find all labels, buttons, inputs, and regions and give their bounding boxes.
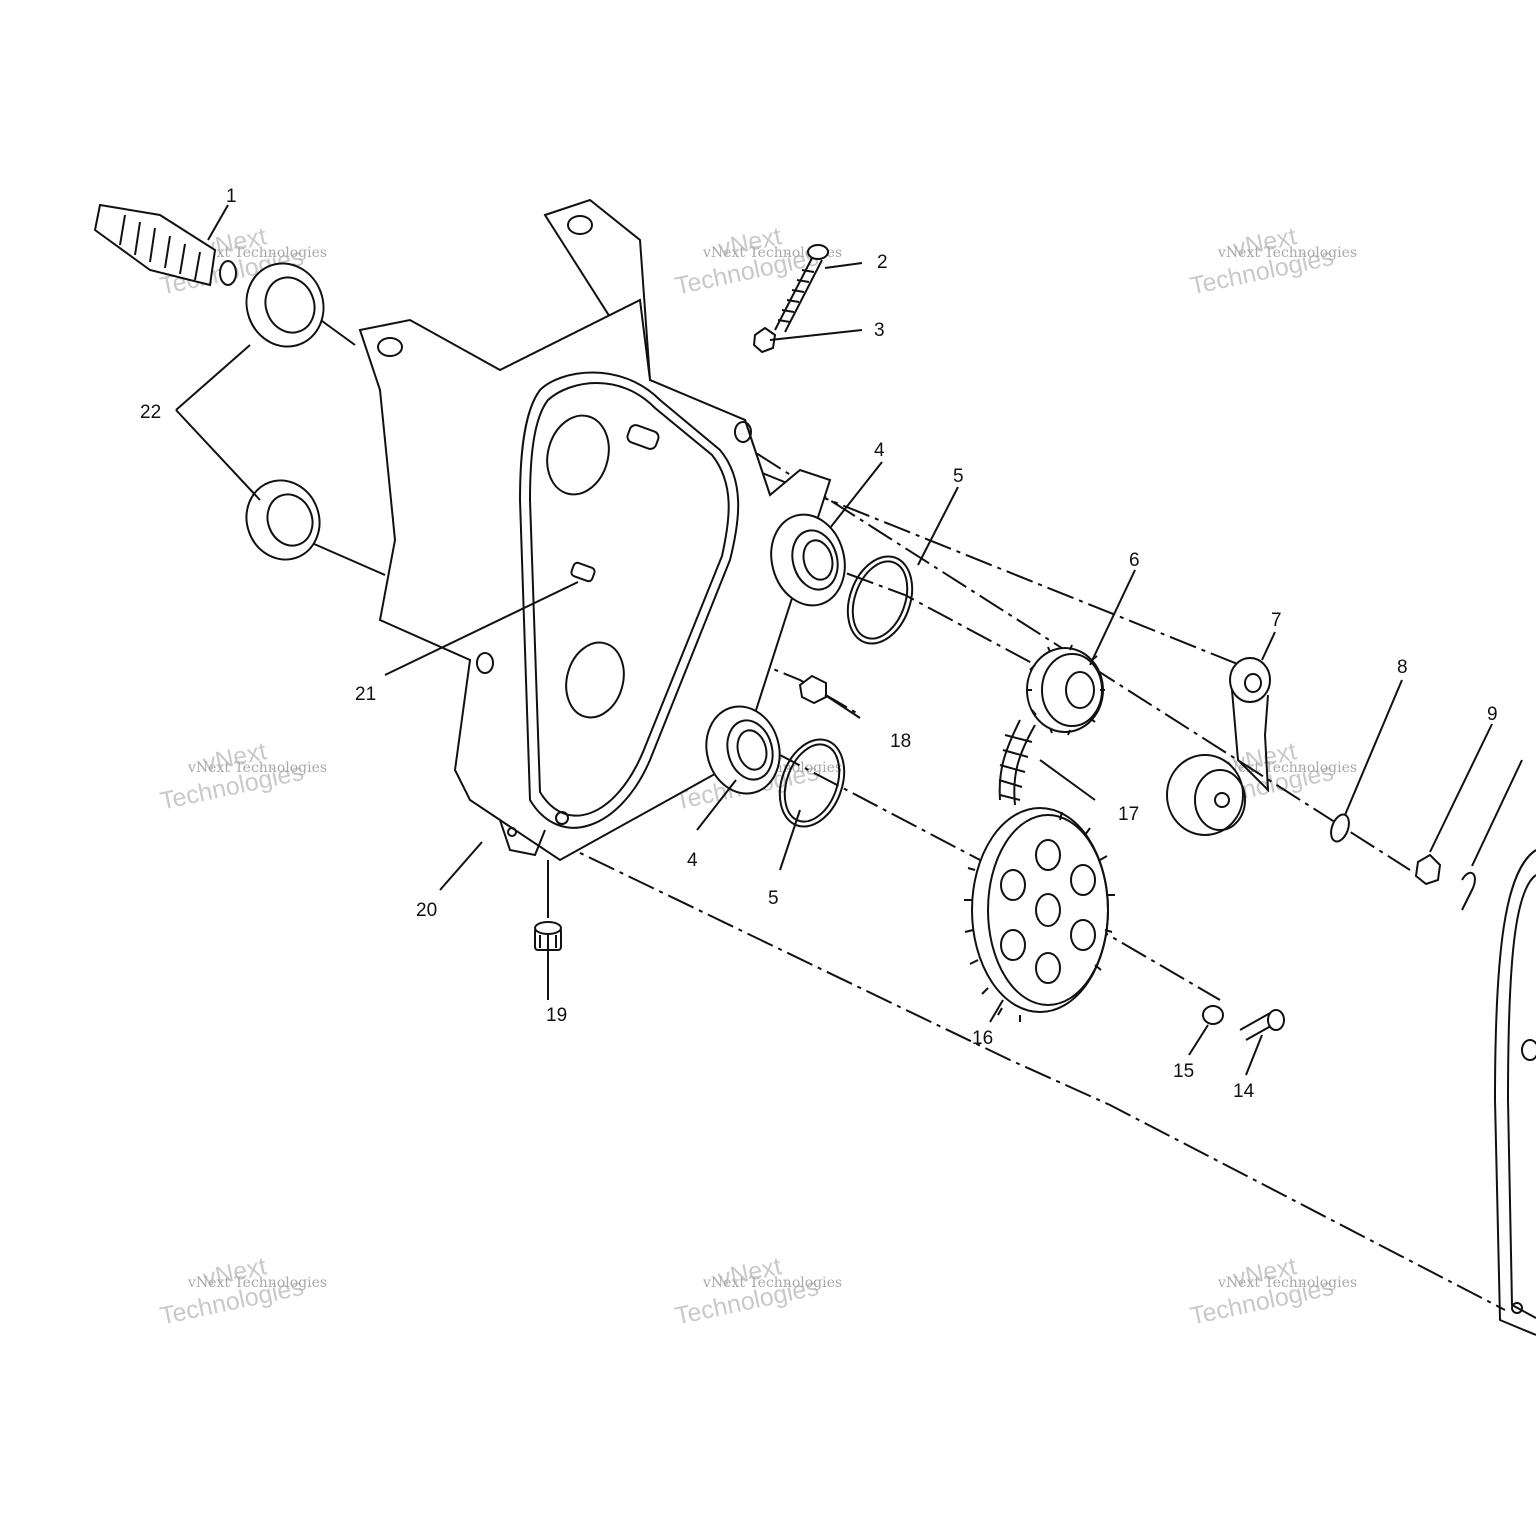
nut-9 bbox=[1414, 853, 1442, 886]
chaincase-housing bbox=[358, 198, 832, 862]
chaincase-cover bbox=[1493, 849, 1536, 1336]
bearing-lower bbox=[705, 705, 781, 795]
watermark-small: vNext Technologies bbox=[702, 1275, 842, 1291]
watermark-bottom-left: vNext Technologies vNext Technologies bbox=[158, 1252, 328, 1330]
drain-plug-19 bbox=[534, 921, 562, 951]
washer-15 bbox=[1202, 1005, 1224, 1025]
callout-22: 22 bbox=[140, 402, 161, 423]
nut-3 bbox=[752, 326, 777, 354]
callout-16: 16 bbox=[972, 1028, 993, 1049]
upper-sprocket bbox=[1026, 644, 1105, 736]
callout-1: 1 bbox=[226, 186, 237, 207]
callout-18: 18 bbox=[890, 731, 911, 752]
bolt-2 bbox=[774, 244, 829, 333]
callout-6: 6 bbox=[1129, 550, 1140, 571]
watermark-bottom-center: vNext Technologies vNext Technologies bbox=[673, 1252, 843, 1330]
watermark-small: vNext Technologies bbox=[187, 245, 327, 261]
callout-21: 21 bbox=[355, 684, 376, 705]
watermark-top-right: vNext Technologies vNext Technologies bbox=[1188, 222, 1358, 300]
watermark-small: vNext Technologies bbox=[1217, 245, 1357, 261]
callout-19: 19 bbox=[546, 1005, 567, 1026]
tensioner-arm bbox=[1166, 657, 1271, 836]
leader-lines bbox=[175, 204, 1523, 1076]
callout-4-lower: 4 bbox=[687, 850, 698, 871]
stud-21 bbox=[570, 561, 596, 583]
callout-7: 7 bbox=[1271, 610, 1282, 631]
callout-4-upper: 4 bbox=[874, 440, 885, 461]
bolt-14 bbox=[1239, 1009, 1285, 1041]
callout-3: 3 bbox=[874, 320, 885, 341]
lower-sprocket bbox=[964, 807, 1115, 1022]
callout-15: 15 bbox=[1173, 1061, 1194, 1082]
seal-upper bbox=[245, 262, 325, 348]
snap-ring-lower bbox=[778, 738, 846, 828]
callout-9: 9 bbox=[1487, 704, 1498, 725]
watermark-mid-left: vNext Technologies vNext Technologies bbox=[158, 737, 328, 815]
callout-5-upper: 5 bbox=[953, 466, 964, 487]
watermark-small: vNext Technologies bbox=[187, 1275, 327, 1291]
nut-18 bbox=[798, 674, 827, 705]
watermark-small: vNext Technologies bbox=[1217, 760, 1357, 776]
callout-2: 2 bbox=[877, 252, 888, 273]
callout-14: 14 bbox=[1233, 1081, 1255, 1102]
callout-labels: 1 2 3 4 5 6 7 8 9 22 21 18 17 4 5 20 19 … bbox=[140, 186, 1498, 1102]
callout-5-lower: 5 bbox=[768, 888, 779, 909]
cotter-pin bbox=[1461, 871, 1476, 911]
callout-8: 8 bbox=[1397, 657, 1408, 678]
callout-17: 17 bbox=[1118, 804, 1139, 825]
bearing-upper bbox=[770, 513, 846, 607]
seal-lower bbox=[245, 479, 321, 561]
watermark-bottom-right: vNext Technologies vNext Technologies bbox=[1188, 1252, 1358, 1330]
dowel-pin bbox=[626, 424, 660, 450]
drive-chain bbox=[998, 719, 1036, 806]
callout-20: 20 bbox=[416, 900, 437, 921]
snap-ring-upper bbox=[846, 555, 914, 645]
watermark-small: vNext Technologies bbox=[187, 760, 327, 776]
watermark-small: vNext Technologies bbox=[1217, 1275, 1357, 1291]
watermark-small: vNext Technologies bbox=[702, 245, 842, 261]
input-shaft bbox=[93, 203, 237, 287]
washer-8 bbox=[1330, 813, 1350, 843]
